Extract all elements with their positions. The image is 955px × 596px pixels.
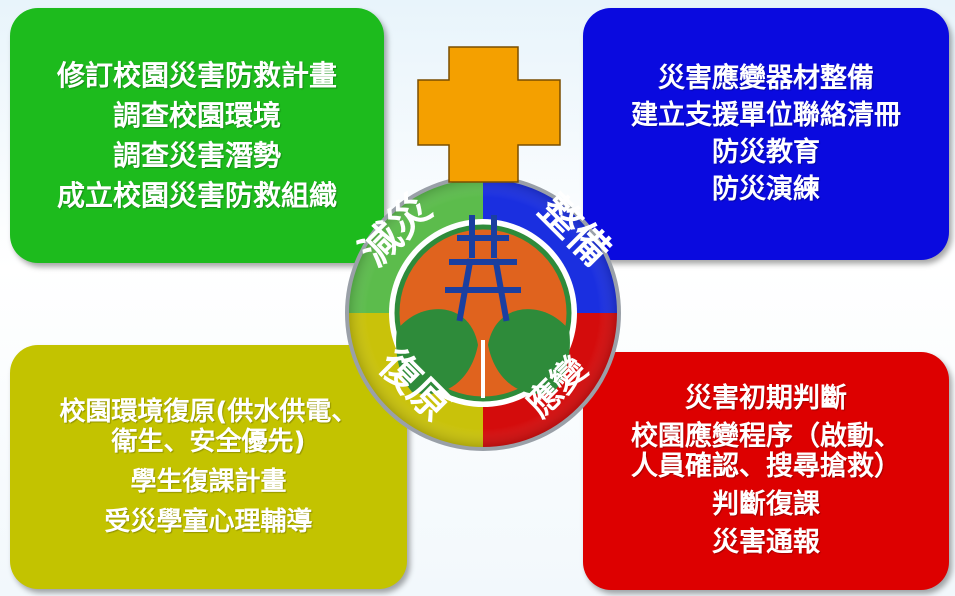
- recovery-item: 學生復課計畫: [130, 467, 287, 497]
- response-item: 災害通報: [712, 527, 820, 558]
- mitigation-box: 修訂校園災害防救計畫 調查校園環境 調查災害潛勢 成立校園災害防救組織: [10, 8, 384, 263]
- response-item: 校園應變程序（啟動、: [631, 421, 901, 452]
- recovery-box: 校園環境復原(供水供電、 衛生、安全優先) 學生復課計畫 受災學童心理輔導: [10, 345, 407, 589]
- school-emblem: [389, 215, 577, 407]
- response-box: 災害初期判斷 校園應變程序（啟動、 人員確認、搜尋搶救） 判斷復課 災害通報: [583, 352, 949, 590]
- response-item: 人員確認、搜尋搶救）: [631, 451, 901, 482]
- preparedness-item: 災害應變器材整備: [658, 63, 874, 94]
- preparedness-box: 災害應變器材整備 建立支援單位聯絡清冊 防災教育 防災演練: [583, 8, 949, 260]
- preparedness-item: 防災教育: [712, 137, 820, 168]
- mitigation-item: 成立校園災害防救組織: [56, 178, 337, 212]
- mitigation-item: 修訂校園災害防救計畫: [56, 58, 337, 92]
- recovery-item: 校園環境復原(供水供電、: [59, 397, 358, 427]
- response-item: 災害初期判斷: [685, 383, 847, 414]
- preparedness-item: 建立支援單位聯絡清冊: [631, 100, 901, 131]
- mitigation-item: 調查災害潛勢: [112, 138, 281, 172]
- mitigation-item: 調查校園環境: [112, 98, 281, 132]
- right-leaf-icon: [488, 309, 570, 395]
- recovery-item: 衛生、安全優先): [111, 427, 306, 457]
- tower-icon: [445, 215, 521, 322]
- left-leaf-icon: [396, 309, 478, 395]
- recovery-item: 受災學童心理輔導: [104, 507, 313, 537]
- preparedness-item: 防災演練: [712, 174, 820, 205]
- cross-icon: [417, 46, 561, 183]
- response-item: 判斷復課: [712, 489, 820, 520]
